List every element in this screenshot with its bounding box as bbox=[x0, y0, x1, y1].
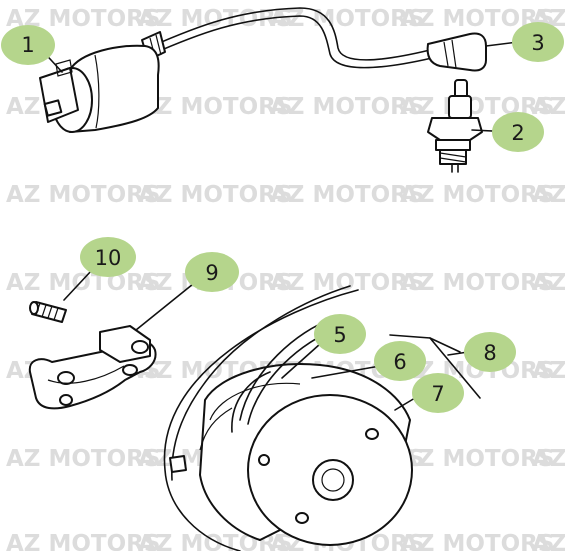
watermark-text: AZ MOTORS bbox=[532, 182, 565, 208]
set-screw bbox=[29, 301, 67, 323]
callout-3-bubble bbox=[512, 22, 564, 62]
callout-10-bubble bbox=[80, 237, 136, 277]
callout-2: 2 bbox=[492, 112, 544, 152]
callout-2-label: 2 bbox=[511, 121, 524, 145]
callout-6: 6 bbox=[374, 341, 426, 381]
callout-8: 8 bbox=[464, 332, 516, 372]
spark-plug bbox=[427, 79, 483, 173]
callout-10: 10 bbox=[80, 237, 136, 277]
callout-7-label: 7 bbox=[431, 382, 444, 406]
callout-6-bubble bbox=[374, 341, 426, 381]
watermark-text: AZ MOTORS bbox=[400, 182, 554, 208]
watermark-text: AZ MOTORS bbox=[138, 94, 292, 120]
stator-assembly bbox=[163, 285, 481, 551]
watermark-text: AZ MOTORS bbox=[270, 94, 424, 120]
callout-10-label: 10 bbox=[95, 246, 122, 270]
spark-plug-cap bbox=[426, 32, 487, 72]
callout-9: 9 bbox=[185, 252, 239, 292]
ignition-coil bbox=[39, 7, 433, 133]
callout-3-label: 3 bbox=[531, 31, 544, 55]
callout-5: 5 bbox=[314, 314, 366, 354]
watermark-text: AZ MOTORS bbox=[6, 270, 160, 296]
callout-1-bubble bbox=[1, 25, 55, 65]
watermark-text: AZ MOTORS bbox=[270, 270, 424, 296]
callout-2-bubble bbox=[492, 112, 544, 152]
callout-5-label: 5 bbox=[333, 323, 346, 347]
watermark-text: AZ MOTORS bbox=[532, 446, 565, 472]
watermark-text: AZ MOTORS bbox=[400, 531, 554, 551]
callout-5-bubble bbox=[314, 314, 366, 354]
watermark-text: AZ MOTORS bbox=[270, 6, 424, 32]
pickup-bracket bbox=[28, 325, 157, 410]
callout-1: 1 bbox=[1, 25, 55, 65]
callout-1-label: 1 bbox=[21, 33, 34, 57]
callout-6-label: 6 bbox=[393, 350, 406, 374]
callout-9-bubble bbox=[185, 252, 239, 292]
callout-3: 3 bbox=[512, 22, 564, 62]
callout-8-bubble bbox=[464, 332, 516, 372]
callout-7-bubble bbox=[412, 373, 464, 413]
watermark-text: AZ MOTORS bbox=[532, 270, 565, 296]
watermark-text: AZ MOTORS bbox=[400, 270, 554, 296]
watermark-text: AZ MOTORS bbox=[532, 358, 565, 384]
watermark-text: AZ MOTORS bbox=[6, 531, 160, 551]
callout-9-label: 9 bbox=[205, 261, 218, 285]
watermark-text: AZ MOTORS bbox=[138, 182, 292, 208]
watermark-text: AZ MOTORS bbox=[270, 182, 424, 208]
watermark-text: AZ MOTORS bbox=[532, 94, 565, 120]
watermark-text: AZ MOTORS bbox=[6, 182, 160, 208]
watermark-text: AZ MOTORS bbox=[532, 531, 565, 551]
callout-7: 7 bbox=[412, 373, 464, 413]
watermark-text: AZ MOTORS bbox=[400, 446, 554, 472]
callout-8-label: 8 bbox=[483, 341, 496, 365]
watermark-text: AZ MOTORS bbox=[6, 446, 160, 472]
